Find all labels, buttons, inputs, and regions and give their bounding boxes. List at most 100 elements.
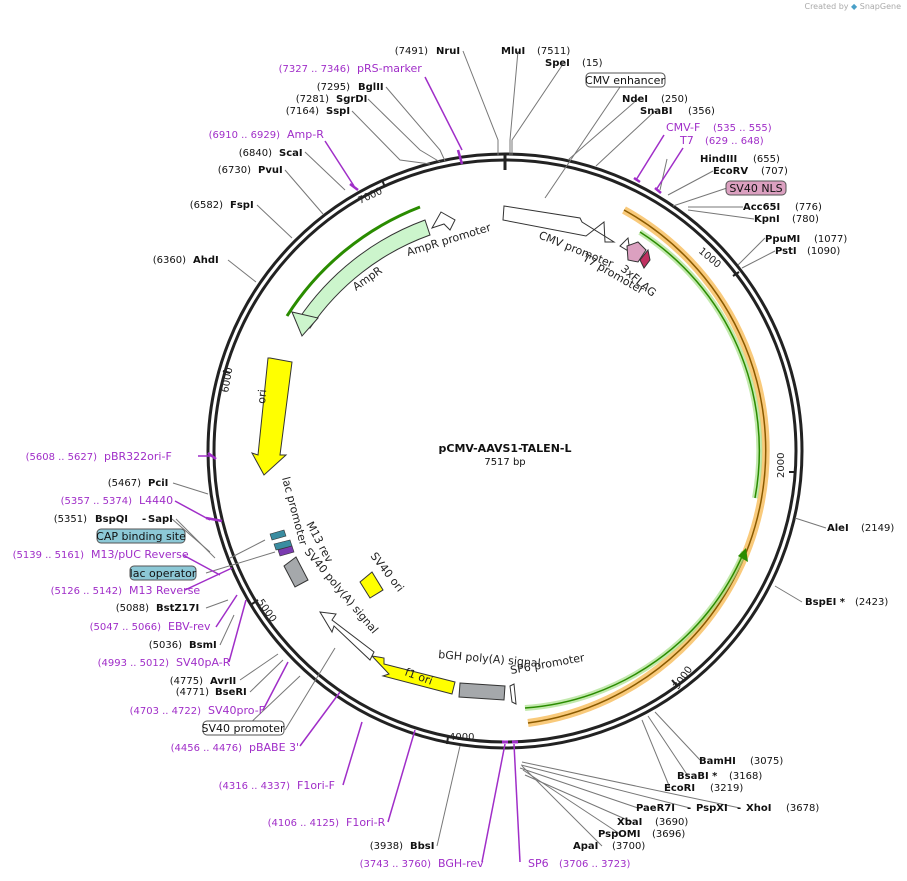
svg-text:BsaBI *: BsaBI * — [677, 771, 718, 782]
site-pvui: (6730)PvuI — [218, 165, 283, 176]
svg-text:(535 .. 555): (535 .. 555) — [713, 123, 772, 134]
ruler-label-4000: 4000 — [449, 732, 474, 743]
svg-text:(5608 .. 5627): (5608 .. 5627) — [26, 452, 98, 463]
svg-text:Amp-R: Amp-R — [287, 128, 324, 141]
svg-text:(5088): (5088) — [116, 603, 149, 614]
talen-orf-green2-line — [524, 551, 745, 709]
site-snabi: SnaBI(356) — [640, 106, 715, 117]
site-ndei: NdeI(250) — [622, 94, 688, 105]
site-bspqi: (5351)BspQI-SapI — [54, 514, 173, 525]
primer-f1ori-f: (4316 .. 4337) F1ori-F — [219, 779, 335, 792]
svg-text:(4106 .. 4125): (4106 .. 4125) — [268, 818, 340, 829]
svg-text:(5047 .. 5066): (5047 .. 5066) — [90, 622, 162, 633]
svg-text:(7327 .. 7346): (7327 .. 7346) — [279, 64, 351, 75]
nls-marker — [639, 248, 651, 269]
svg-text:(7295): (7295) — [317, 82, 350, 93]
ampr-arrow-head — [291, 311, 319, 337]
primer-pbr322ori-f: (5608 .. 5627) pBR322ori-F — [26, 450, 172, 463]
restriction-sites: (7491)NruI MluI(7511) SpeI(15) (7295)Bgl… — [54, 46, 895, 852]
site-ppumi: PpuMI(1077) — [765, 234, 847, 245]
leader-lines — [171, 50, 827, 847]
label-sv40-nls: SV40 NLS — [725, 180, 787, 196]
svg-text:(7511): (7511) — [537, 46, 570, 57]
svg-text:FspI: FspI — [230, 200, 254, 211]
svg-text:PspXI: PspXI — [696, 803, 728, 814]
site-bamhi: BamHI(3075) — [699, 756, 783, 767]
features — [250, 205, 770, 727]
boxed-labels: CMV enhancer SV40 NLS CAP binding site l… — [96, 72, 787, 736]
svg-text:(6360): (6360) — [153, 255, 186, 266]
svg-text:HindIII: HindIII — [700, 154, 737, 165]
site-bsmi: (5036)BsmI — [149, 640, 217, 651]
site-pcii: (5467)PciI — [108, 478, 169, 489]
svg-text:PspOMI: PspOMI — [598, 829, 640, 840]
svg-text:(3696): (3696) — [652, 829, 685, 840]
svg-text:(2149): (2149) — [861, 523, 894, 534]
primer-cmv-f: CMV-F(535 .. 555) — [666, 121, 772, 134]
svg-text:(5467): (5467) — [108, 478, 141, 489]
svg-text:(780): (780) — [792, 214, 819, 225]
ruler-ticks — [222, 154, 796, 745]
primer-ebv-rev: (5047 .. 5066)EBV-rev — [90, 620, 211, 633]
feature-ori: ori — [255, 389, 269, 404]
label-cap-binding-site: CAP binding site — [96, 528, 186, 544]
credit-brand: SnapGene — [859, 2, 901, 11]
svg-text:EcoRI: EcoRI — [664, 783, 695, 794]
site-bbsi: (3938)BbsI — [370, 841, 435, 852]
svg-text:MluI: MluI — [501, 46, 525, 57]
svg-text:KpnI: KpnI — [754, 214, 780, 225]
ruler-label-6000: 6000 — [220, 367, 235, 394]
site-ahdi: (6360)AhdI — [153, 255, 219, 266]
svg-text:(4316 .. 4337): (4316 .. 4337) — [219, 781, 291, 792]
svg-text:(707): (707) — [761, 166, 788, 177]
svg-text:PvuI: PvuI — [258, 165, 283, 176]
site-spei: SpeI(15) — [545, 58, 603, 69]
svg-text:(5126 .. 5142): (5126 .. 5142) — [51, 586, 123, 597]
primer-f1ori-r: (4106 .. 4125)F1ori-R — [268, 816, 386, 829]
site-bspei: BspEI *(2423) — [805, 597, 888, 608]
svg-text:SV40 promoter: SV40 promoter — [201, 722, 285, 735]
svg-text:XbaI: XbaI — [617, 817, 642, 828]
site-beri: (4771)BseRI — [176, 687, 247, 698]
svg-text:(3743 .. 3760): (3743 .. 3760) — [360, 859, 432, 870]
svg-text:BGH-rev: BGH-rev — [438, 857, 484, 870]
svg-text:ApaI: ApaI — [573, 841, 598, 852]
site-nrui: (7491)NruI — [395, 46, 460, 57]
svg-text:CMV enhancer: CMV enhancer — [585, 74, 665, 87]
ruler-label-3000: 3000 — [671, 665, 695, 692]
site-mlui: MluI (7511) — [501, 46, 570, 57]
svg-text:(6840): (6840) — [239, 148, 272, 159]
svg-text:(1077): (1077) — [814, 234, 847, 245]
snapgene-credit: Created by ◆ SnapGene — [804, 2, 901, 11]
svg-text:F1ori-F: F1ori-F — [297, 779, 335, 792]
svg-text:(4993 .. 5012): (4993 .. 5012) — [98, 658, 170, 669]
svg-text:M13/pUC Reverse: M13/pUC Reverse — [91, 548, 189, 561]
sv40-ori-box — [359, 571, 384, 599]
svg-text:(5357 .. 5374): (5357 .. 5374) — [61, 496, 133, 507]
svg-text:pBR322ori-F: pBR322ori-F — [104, 450, 172, 463]
label-lac-operator: lac operator — [129, 565, 197, 581]
ruler-label-5000: 5000 — [255, 597, 279, 624]
svg-text:(629 .. 648): (629 .. 648) — [705, 136, 764, 147]
svg-text:SpeI: SpeI — [545, 58, 570, 69]
svg-text:(4775): (4775) — [170, 676, 203, 687]
svg-text:pRS-marker: pRS-marker — [357, 62, 422, 75]
svg-text:T7: T7 — [679, 134, 694, 147]
svg-text:(6582): (6582) — [190, 200, 223, 211]
primer-pbabe-3: (4456 .. 4476)pBABE 3' — [171, 741, 300, 754]
site-apai: ApaI(3700) — [573, 841, 645, 852]
site-alei: AleI(2149) — [827, 523, 894, 534]
primer-prs-marker: (7327 .. 7346) pRS-marker — [279, 62, 423, 75]
svg-text:BspQI: BspQI — [95, 514, 128, 525]
primer-labels: (7327 .. 7346) pRS-marker (6910 .. 6929)A… — [13, 62, 772, 870]
primer-sv40pro-f: (4703 .. 4722)SV40pro-F — [130, 704, 265, 717]
svg-text:(356): (356) — [688, 106, 715, 117]
primer-amp-r: (6910 .. 6929)Amp-R — [209, 128, 325, 141]
flag-marker — [626, 241, 647, 263]
svg-text:EcoRV: EcoRV — [713, 166, 748, 177]
svg-text:-: - — [687, 803, 691, 814]
svg-text:(3219): (3219) — [710, 783, 743, 794]
ruler-label-7000: 7000 — [357, 186, 385, 207]
cmv-promoter-arrow — [502, 205, 616, 243]
svg-text:(4703 .. 4722): (4703 .. 4722) — [130, 706, 202, 717]
